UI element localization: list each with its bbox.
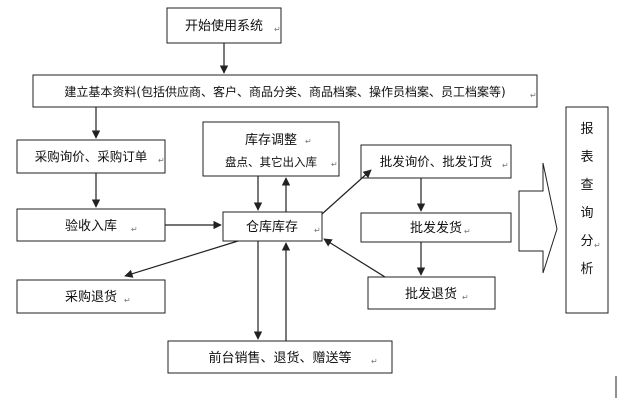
node-front-sales: 前台销售、退货、赠送等 (167, 340, 393, 374)
paragraph-mark: ↵ (594, 241, 601, 250)
node-report: 报 表 查 询 分 析 (565, 106, 609, 314)
node-start-label: 开始使用系统 (185, 18, 263, 34)
node-basic-data-label: 建立基本资料(包括供应商、客户、商品分类、商品档案、操作员档案、员工档案等) (64, 84, 505, 99)
node-receive: 验收入库 (16, 208, 166, 242)
node-report-char: 查 (580, 178, 593, 193)
node-report-char: 询 (580, 206, 593, 221)
paragraph-mark: ↵ (530, 91, 537, 100)
node-report-char: 分 (580, 234, 593, 249)
node-wholesale-return: 批发退货 (367, 276, 496, 310)
node-wholesale-ship-label: 批发发货 (410, 220, 462, 236)
node-stock-adjust: 库存调整 盘点、其它出入库 (202, 121, 340, 177)
node-report-char: 报 (580, 122, 593, 137)
edge-warehouse-to-purchase-return (124, 240, 239, 278)
paragraph-mark: ↵ (464, 227, 471, 236)
paragraph-mark: ↵ (314, 226, 321, 235)
node-front-sales-label: 前台销售、退货、赠送等 (208, 350, 351, 366)
paragraph-mark: ↵ (158, 156, 165, 165)
node-purchase-return: 采购退货 (16, 279, 166, 314)
edge-warehouse-to-wholesale-inquiry (321, 169, 372, 215)
node-stock-adjust-sub: 盘点、其它出入库 (225, 155, 317, 169)
node-receive-label: 验收入库 (65, 218, 117, 234)
node-purchase: 采购询价、采购订单 (16, 139, 166, 174)
node-purchase-label: 采购询价、采购订单 (35, 149, 148, 164)
paragraph-mark: ↵ (502, 161, 509, 170)
node-stock-adjust-title: 库存调整 (245, 132, 297, 148)
paragraph-mark: ↵ (305, 137, 312, 146)
report-arrow-icon (518, 162, 558, 274)
node-warehouse: 仓库库存 (222, 211, 323, 242)
node-purchase-return-label: 采购退货 (65, 289, 117, 305)
paragraph-mark: ↵ (131, 225, 138, 234)
node-report-char: 表 (580, 150, 593, 165)
paragraph-mark: ↵ (462, 293, 469, 302)
node-wholesale-inquiry-label: 批发询价、批发订货 (380, 154, 493, 169)
node-report-char: 析 (580, 262, 593, 277)
paragraph-mark: ↵ (371, 357, 378, 366)
paragraph-mark: ↵ (124, 296, 131, 305)
paragraph-mark: ↵ (274, 25, 281, 34)
node-basic-data: 建立基本资料(包括供应商、客户、商品分类、商品档案、操作员档案、员工档案等) (32, 74, 538, 108)
node-wholesale-ship: 批发发货 (360, 212, 512, 243)
node-wholesale-inquiry: 批发询价、批发订货 (360, 144, 512, 179)
edge-wholesale-return-to-warehouse (323, 238, 386, 278)
node-start: 开始使用系统 (166, 7, 282, 44)
node-warehouse-label: 仓库库存 (246, 219, 298, 235)
paragraph-mark: ↵ (331, 160, 338, 169)
node-wholesale-return-label: 批发退货 (405, 286, 457, 302)
